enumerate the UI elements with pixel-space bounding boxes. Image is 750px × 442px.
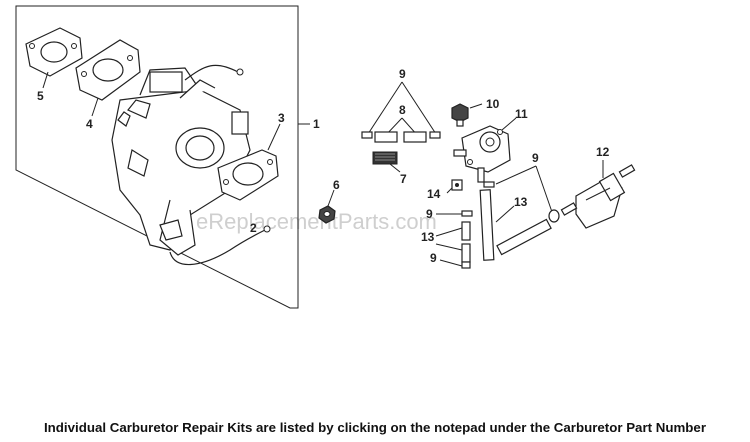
callout-3: 3 <box>278 111 285 125</box>
filter-element-7 <box>372 151 398 165</box>
clamp-9-right <box>483 181 560 223</box>
callout-13-left: 13 <box>421 230 435 244</box>
watermark-text: eReplacementParts.com <box>196 209 437 234</box>
fuel-pump-11 <box>453 125 511 183</box>
callout-9-bottom: 9 <box>430 251 437 265</box>
callout-2: 2 <box>250 221 257 235</box>
hose-13-vertical <box>479 189 495 261</box>
carburetor-kit-box <box>15 5 299 309</box>
nut-6 <box>318 205 336 224</box>
callout-1: 1 <box>313 117 320 131</box>
callout-10: 10 <box>486 97 500 111</box>
inline-fuel-filter-12 <box>560 164 636 229</box>
callout-8: 8 <box>399 103 406 117</box>
callout-12: 12 <box>596 145 610 159</box>
callout-9-right: 9 <box>532 151 539 165</box>
callout-14: 14 <box>427 187 441 201</box>
gasket-4 <box>75 39 141 101</box>
plug-10 <box>451 103 469 127</box>
footer-note: Individual Carburetor Repair Kits are li… <box>43 420 706 435</box>
clamp-9-bottom <box>461 261 471 269</box>
tubes-13-left <box>461 221 471 263</box>
callout-7: 7 <box>400 172 407 186</box>
callout-5: 5 <box>37 89 44 103</box>
callout-9-top: 9 <box>399 67 406 81</box>
callout-13-right: 13 <box>514 195 528 209</box>
hose-8-pair <box>361 131 441 143</box>
carburetor-assembly-2 <box>111 64 271 266</box>
callout-4: 4 <box>86 117 93 131</box>
gasket-5 <box>25 27 83 77</box>
callout-6: 6 <box>333 178 340 192</box>
clamp-9-mid <box>461 210 473 217</box>
callout-9-mid: 9 <box>426 207 433 221</box>
gasket-3 <box>217 149 279 201</box>
washer-14 <box>451 179 463 191</box>
callout-11: 11 <box>515 107 528 121</box>
hose-13-angled <box>496 218 552 256</box>
